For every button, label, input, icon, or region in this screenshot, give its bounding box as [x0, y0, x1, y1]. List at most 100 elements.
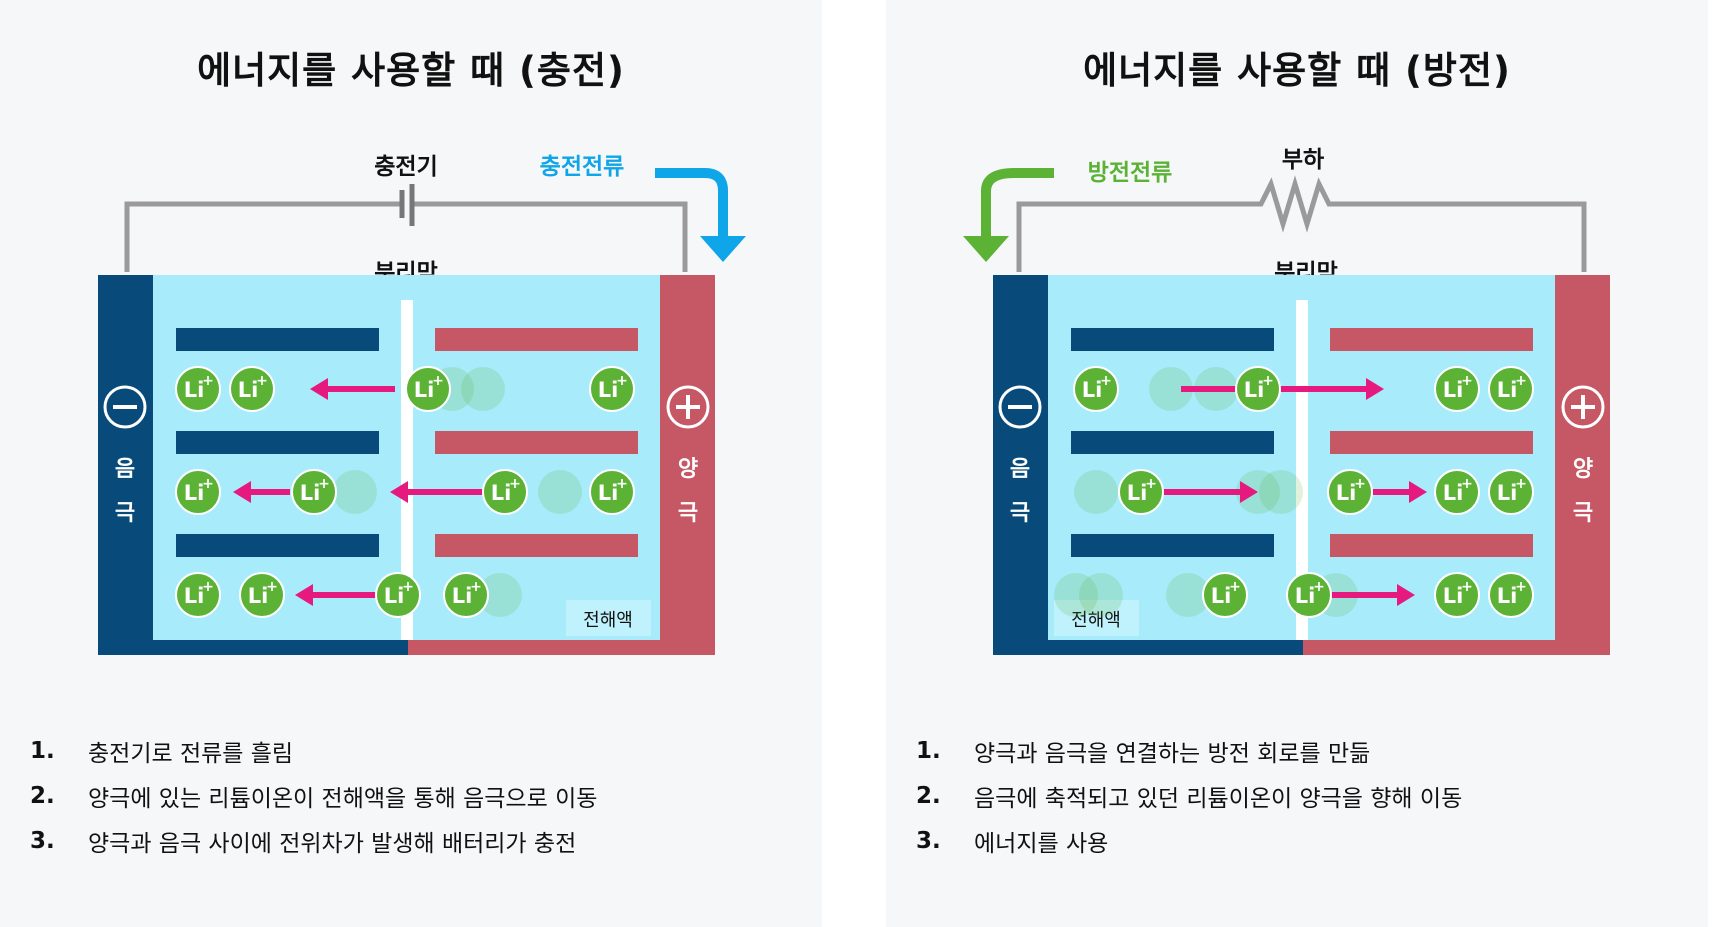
li-ion: Li+: [375, 572, 421, 618]
negative-electrode: [98, 275, 153, 655]
discharge-title: 에너지를 사용할 때 (방전): [1083, 49, 1511, 92]
svg-text:Li: Li: [1443, 481, 1464, 505]
ion-arrow: [233, 481, 290, 503]
positive-label-2: 극: [678, 501, 698, 526]
discharge-steps: 1.양극과 음극을 연결하는 방전 회로를 만듦 2.음극에 축적되고 있던 리…: [916, 728, 1462, 863]
li-ion: Li+: [1118, 469, 1164, 515]
charge-diagram: 충전기 충전전류 분리막 음 극 양 극: [98, 154, 746, 655]
svg-text:+: +: [202, 579, 214, 595]
svg-text:+: +: [1145, 476, 1157, 492]
svg-text:Li: Li: [1211, 584, 1232, 608]
ion-trail: [1079, 573, 1123, 617]
li-ion: Li+: [229, 366, 275, 412]
minus-icon: [103, 385, 147, 429]
svg-text:Li: Li: [248, 584, 269, 608]
svg-text:+: +: [1262, 373, 1274, 389]
svg-text:Li: Li: [1127, 481, 1148, 505]
li-ion: Li+: [405, 366, 451, 412]
step-item: 1.양극과 음극을 연결하는 방전 회로를 만듦: [916, 737, 1371, 767]
positive-label-1: 양: [1573, 457, 1593, 482]
charge-wire: [124, 201, 688, 272]
negative-plates: [176, 328, 379, 557]
positive-label-1: 양: [678, 457, 698, 482]
negative-label-1: 음: [1010, 457, 1030, 482]
negative-electrode: [993, 275, 1048, 655]
li-ion: Li+: [239, 572, 285, 618]
ion-arrow: [390, 481, 485, 503]
plus-icon: [666, 385, 710, 429]
ion-arrow: [295, 584, 378, 606]
step-item: 3.에너지를 사용: [916, 827, 1109, 857]
electrolyte-label: 전해액: [1071, 610, 1121, 631]
li-ion: Li+: [291, 469, 337, 515]
ion-trail: [1166, 573, 1210, 617]
ion-trail: [1149, 367, 1193, 411]
charger-label: 충전기: [374, 154, 437, 180]
li-ion: Li+: [443, 572, 489, 618]
svg-text:+: +: [616, 373, 628, 389]
svg-text:Li: Li: [598, 378, 619, 402]
positive-label-2: 극: [1573, 501, 1593, 526]
ion-trail: [538, 470, 582, 514]
discharge-wire: [1016, 175, 1587, 272]
electrolyte-label: 전해액: [583, 610, 633, 631]
discharge-current-arrowhead: [963, 236, 1009, 262]
discharge-diagram: 부하 방전전류 분리막 음 극 양 극 전해액 L: [963, 147, 1610, 655]
ion-arrow: [310, 378, 395, 400]
charge-current-label: 충전전류: [540, 154, 625, 180]
load-label: 부하: [1282, 147, 1324, 173]
electrolyte-label-box: [1054, 600, 1139, 636]
positive-plates: [435, 328, 638, 557]
svg-text:Li: Li: [1497, 481, 1518, 505]
discharge-panel: 에너지를 사용할 때 (방전) 부하 방전전류 분리막 음 극: [886, 0, 1708, 927]
li-ion: Li+: [589, 366, 635, 412]
li-ion: Li+: [1488, 572, 1534, 618]
svg-text:+: +: [1461, 373, 1473, 389]
li-ion: Li+: [482, 469, 528, 515]
li-ion: Li+: [1434, 366, 1480, 412]
plus-icon: [1561, 385, 1605, 429]
li-ion: Li+: [1073, 366, 1119, 412]
svg-text:+: +: [1515, 476, 1527, 492]
svg-text:+: +: [202, 476, 214, 492]
li-ion: Li+: [175, 366, 221, 412]
negative-label-2: 극: [115, 501, 135, 526]
svg-text:Li: Li: [300, 481, 321, 505]
charge-steps: 1.충전기로 전류를 흘림 2.양극에 있는 리튬이온이 전해액을 통해 음극으…: [30, 728, 597, 863]
svg-text:Li: Li: [491, 481, 512, 505]
svg-text:+: +: [266, 579, 278, 595]
svg-text:+: +: [1515, 373, 1527, 389]
li-ion: Li+: [1286, 572, 1332, 618]
svg-text:Li: Li: [384, 584, 405, 608]
svg-text:Li: Li: [414, 378, 435, 402]
svg-text:Li: Li: [184, 378, 205, 402]
step-item: 1.충전기로 전류를 흘림: [30, 737, 294, 767]
li-ion: Li+: [1488, 469, 1534, 515]
svg-text:+: +: [616, 476, 628, 492]
svg-text:+: +: [402, 579, 414, 595]
li-ion: Li+: [175, 572, 221, 618]
charger-symbol: [399, 184, 415, 226]
bottom-positive: [408, 640, 715, 655]
positive-electrode: [660, 275, 715, 655]
li-ion: Li+: [1434, 572, 1480, 618]
svg-text:+: +: [1461, 476, 1473, 492]
svg-text:+: +: [202, 373, 214, 389]
svg-text:Li: Li: [184, 584, 205, 608]
svg-text:+: +: [1515, 579, 1527, 595]
negative-label-1: 음: [115, 457, 135, 482]
li-ion: Li+: [1327, 469, 1373, 515]
svg-text:+: +: [1313, 579, 1325, 595]
svg-text:Li: Li: [1295, 584, 1316, 608]
ion-trail: [333, 470, 377, 514]
step-item: 3.양극과 음극 사이에 전위차가 발생해 배터리가 충전: [30, 827, 577, 857]
charge-current-arrow: [655, 168, 728, 240]
charge-title: 에너지를 사용할 때 (충전): [197, 49, 625, 92]
discharge-ions: Li+Li+Li+Li+Li+Li+Li+Li+Li+Li+Li+Li+: [1054, 366, 1534, 618]
discharge-current-label: 방전전류: [1088, 160, 1173, 186]
svg-text:Li: Li: [1443, 584, 1464, 608]
svg-text:Li: Li: [1244, 378, 1265, 402]
ion-trail: [1074, 470, 1118, 514]
svg-text:+: +: [318, 476, 330, 492]
negative-plates: [1071, 328, 1274, 557]
